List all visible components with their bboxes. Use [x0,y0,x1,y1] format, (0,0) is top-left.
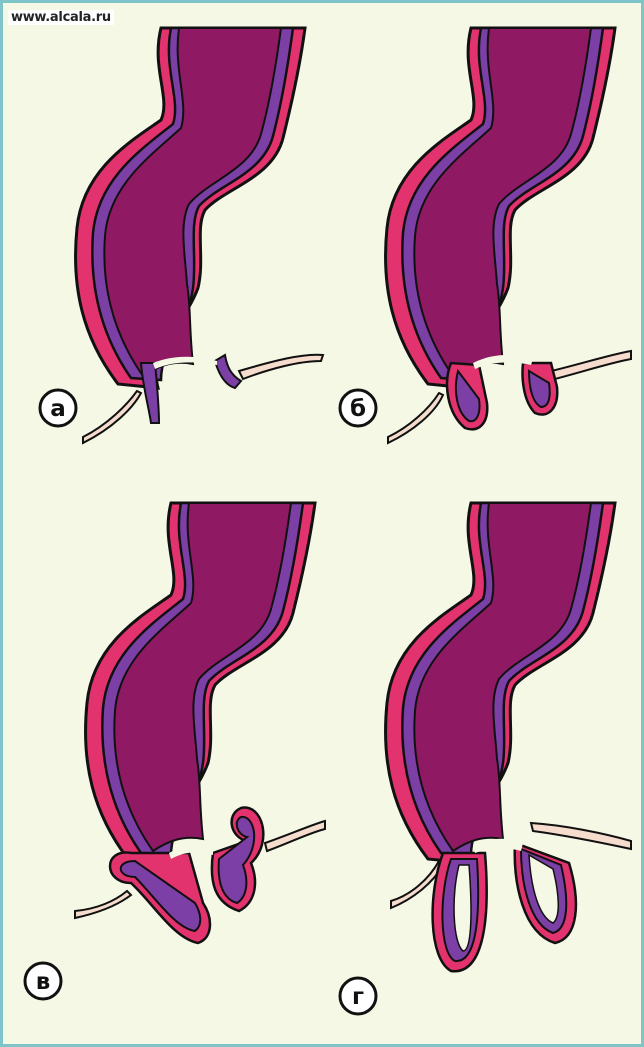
label-a: а [50,396,66,422]
skin-flap-left [83,391,141,443]
skin-flap-right [265,821,325,851]
skin-flap-right [239,355,323,379]
watermark: www.alcala.ru [8,10,114,25]
label-v: в [36,969,51,995]
skin-flap-right [543,351,631,381]
panel-a: а [40,28,323,443]
prolapse-diagram: а б в [3,3,641,1044]
skin-flap-left [75,891,131,918]
figure-frame: www.alcala.ru а [3,3,641,1044]
skin-flap-left [388,393,443,443]
label-b: б [350,396,366,422]
panel-b: б [340,28,631,443]
label-g: г [352,984,364,1010]
panel-g: г [340,503,631,1014]
skin-flap-right [531,823,631,849]
panel-v: в [25,503,325,999]
